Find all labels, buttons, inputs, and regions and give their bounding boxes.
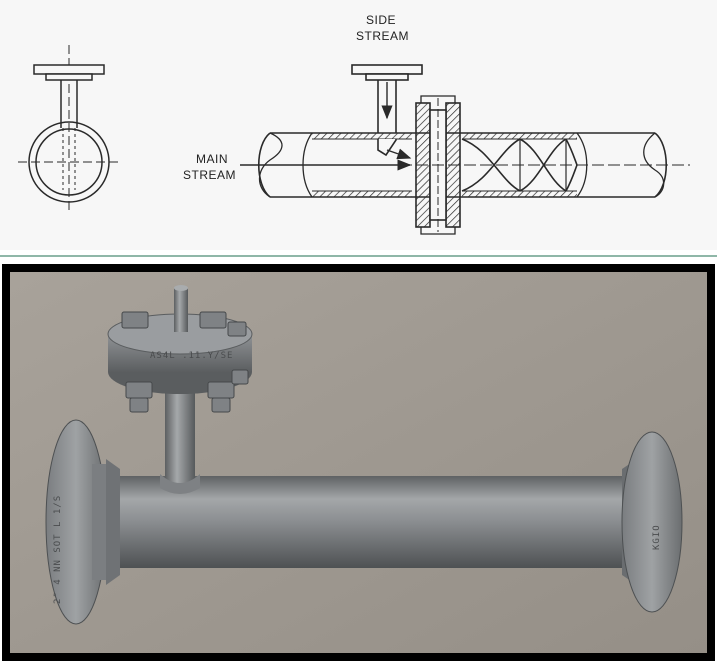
side-stream-label-line1: SIDE (366, 13, 396, 27)
panel-separator (0, 250, 717, 264)
injector-tube (174, 288, 188, 332)
small-flange-stamp: AS4L .11.Y/SE (150, 351, 233, 361)
schematic-drawing-panel: SIDE STREAM MAIN STREAM (0, 0, 717, 250)
end-view-drawing (18, 45, 118, 210)
main-stream-label-line1: MAIN (196, 152, 228, 166)
mixer-schematic: SIDE STREAM MAIN STREAM (18, 13, 690, 235)
static-mixer-photo: 2" 4 NN SOT L 1/S KGIO AS4L .11.Y/SE (10, 272, 707, 653)
separator-line (0, 255, 717, 257)
side-stream-branch (165, 376, 195, 486)
right-flange-stamp: KGIO (652, 524, 662, 550)
left-pipe-flange: 2" 4 NN SOT L 1/S (45, 419, 120, 625)
side-stream-label-line2: STREAM (356, 29, 409, 43)
mixer-photo-panel: 2" 4 NN SOT L 1/S KGIO AS4L .11.Y/SE (2, 264, 715, 661)
right-pipe-flange: KGIO (621, 431, 683, 613)
left-flange-stamp: 2" 4 NN SOT L 1/S (53, 495, 63, 604)
flange-bolts (121, 311, 249, 413)
side-view-drawing (240, 64, 690, 235)
main-stream-label-line2: STREAM (183, 168, 236, 182)
